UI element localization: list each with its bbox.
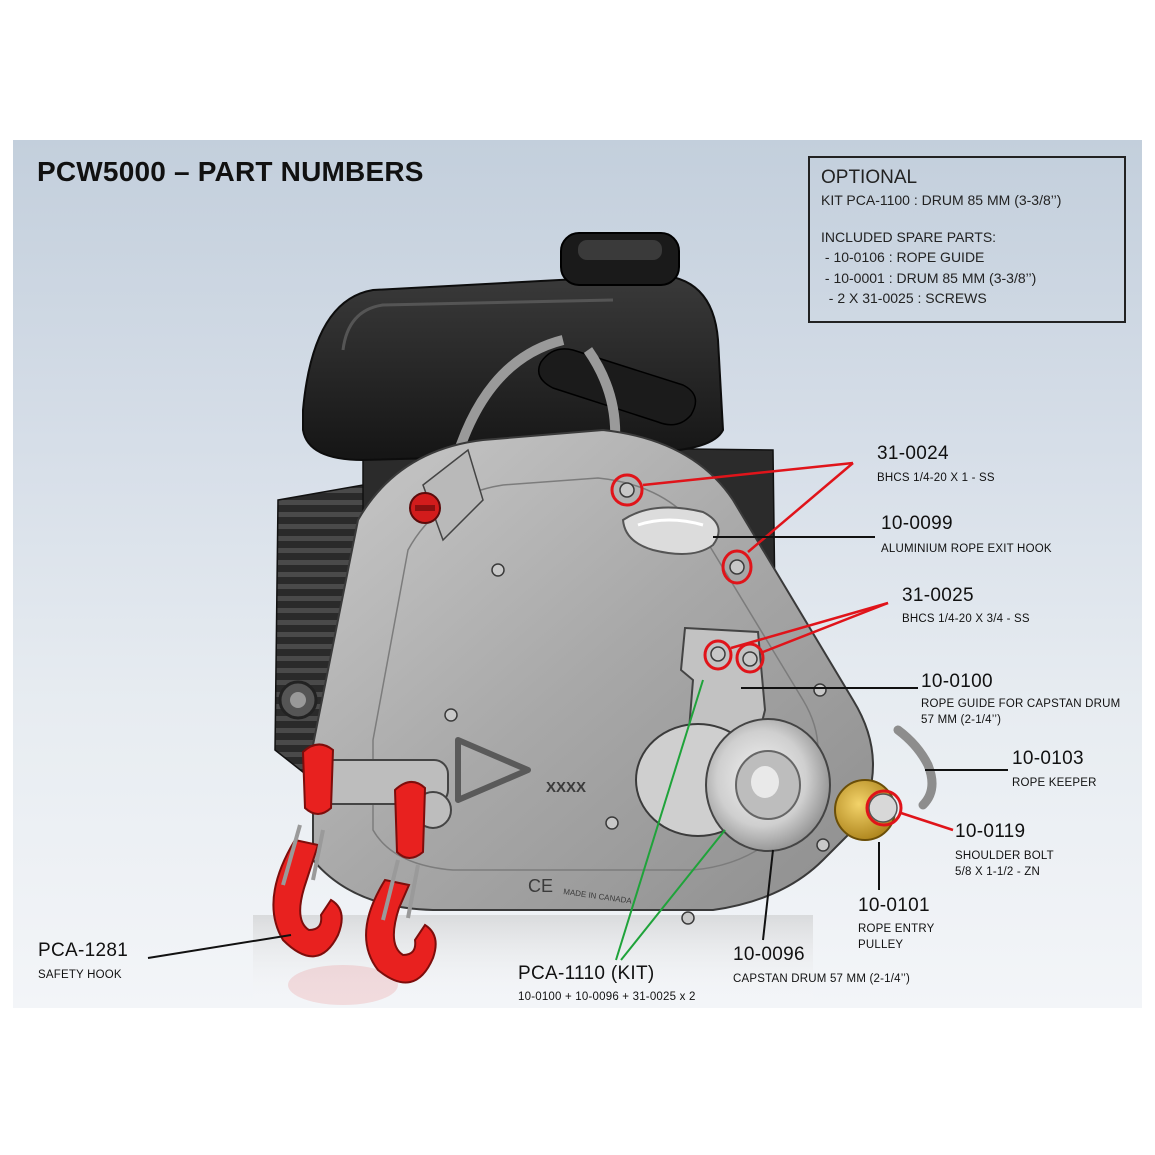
engine-port-inner: [290, 692, 306, 708]
black-leader-lines: [147, 536, 1008, 959]
part-number-10-0119: 10-0119: [955, 821, 1026, 842]
safety-hook-assembly: [272, 743, 452, 984]
optional-heading: OPTIONAL: [821, 167, 918, 188]
part-desc-10-0100-size: 57 MM (2-1/4’’): [921, 714, 1002, 726]
part-desc-31-0025: BHCS 1/4-20 X 3/4 - SS: [902, 613, 1030, 625]
part-desc-pca-1281: SAFETY HOOK: [38, 969, 122, 981]
engraving-xxxx: XXXX: [546, 779, 586, 796]
included-item: - 10-0001 : DRUM 85 MM (3-3/8’’): [821, 269, 1037, 286]
part-number-10-0103: 10-0103: [1012, 748, 1084, 769]
optional-kit-line: KIT PCA-1100 : DRUM 85 MM (3-3/8’’): [821, 192, 1062, 208]
rope-exit-hook: [621, 506, 720, 555]
part-number-10-0096: 10-0096: [733, 944, 805, 965]
housing-triangle: [455, 737, 531, 803]
shoulder-bolt-head: [868, 793, 898, 823]
diagram-panel: XXXX CE MADE IN CANADA: [13, 140, 1142, 1008]
part-desc-10-0119-size: 5/8 X 1-1/2 - ZN: [955, 866, 1041, 878]
part-number-10-0101: 10-0101: [858, 895, 930, 916]
included-heading: INCLUDED SPARE PARTS:: [821, 228, 997, 245]
rope-keeper-wire: [893, 725, 937, 810]
engraving-ce: CE: [528, 876, 553, 896]
hook-latch-left: [281, 824, 325, 886]
page-title: PCW5000 – PART NUMBERS: [37, 156, 424, 187]
tank-highlight: [341, 298, 614, 351]
part-desc-10-0100: ROPE GUIDE FOR CAPSTAN DRUM: [921, 698, 1121, 710]
safety-hook-right: [365, 878, 437, 984]
hook-latch-right: [381, 859, 420, 921]
part-number-10-0100: 10-0100: [921, 671, 993, 692]
part-desc-10-0119: SHOULDER BOLT: [955, 850, 1054, 862]
green-leader-lines: [615, 679, 726, 961]
optional-kit-box: OPTIONAL KIT PCA-1100 : DRUM 85 MM (3-3/…: [808, 156, 1126, 323]
part-desc-10-0103: ROPE KEEPER: [1012, 777, 1097, 789]
fuel-cap-top: [578, 240, 662, 260]
winch-illustration: XXXX CE MADE IN CANADA: [147, 232, 1008, 1008]
floor-reflection: [253, 915, 813, 1008]
housing-bolts: [444, 482, 830, 925]
housing-arm: [422, 448, 484, 542]
callout-circles: [610, 473, 903, 827]
included-item: - 2 X 31-0025 : SCREWS: [821, 290, 987, 306]
part-number-pca-1110: PCA-1110 (KIT): [518, 963, 655, 984]
callout-circle-31-0024-a: [610, 473, 644, 507]
hook-reflection: [288, 965, 398, 1005]
callout-circle-10-0119: [865, 789, 903, 827]
part-desc-10-0101-line2: PULLEY: [858, 939, 904, 951]
part-desc-10-0099: ALUMINIUM ROPE EXIT HOOK: [881, 543, 1052, 555]
safety-hook-left: [272, 838, 343, 958]
included-item: - 10-0106 : ROPE GUIDE: [821, 249, 985, 265]
part-desc-pca-1110: 10-0100 + 10-0096 + 31-0025 x 2: [518, 991, 696, 1003]
part-number-10-0099: 10-0099: [881, 513, 953, 534]
part-number-31-0024: 31-0024: [877, 443, 949, 464]
part-desc-10-0096: CAPSTAN DRUM 57 MM (2-1/4’’): [733, 973, 911, 985]
part-number-pca-1281: PCA-1281: [38, 940, 129, 961]
part-desc-10-0101: ROPE ENTRY: [858, 923, 935, 935]
housing-contour: [372, 477, 819, 871]
callout-circle-31-0025-b: [735, 642, 765, 674]
rope-exit-hook-shine: [637, 518, 704, 527]
shackle-left: [301, 743, 335, 815]
callout-circle-31-0025-a: [703, 639, 733, 671]
shackle-right: [393, 781, 427, 859]
part-desc-31-0024: BHCS 1/4-20 X 1 - SS: [877, 472, 995, 484]
part-number-31-0025: 31-0025: [902, 585, 974, 606]
choke-knob-slot: [415, 505, 435, 511]
callout-circle-31-0024-b: [721, 549, 753, 585]
carry-handle: [538, 348, 697, 426]
capstan-drum-center: [751, 766, 779, 798]
